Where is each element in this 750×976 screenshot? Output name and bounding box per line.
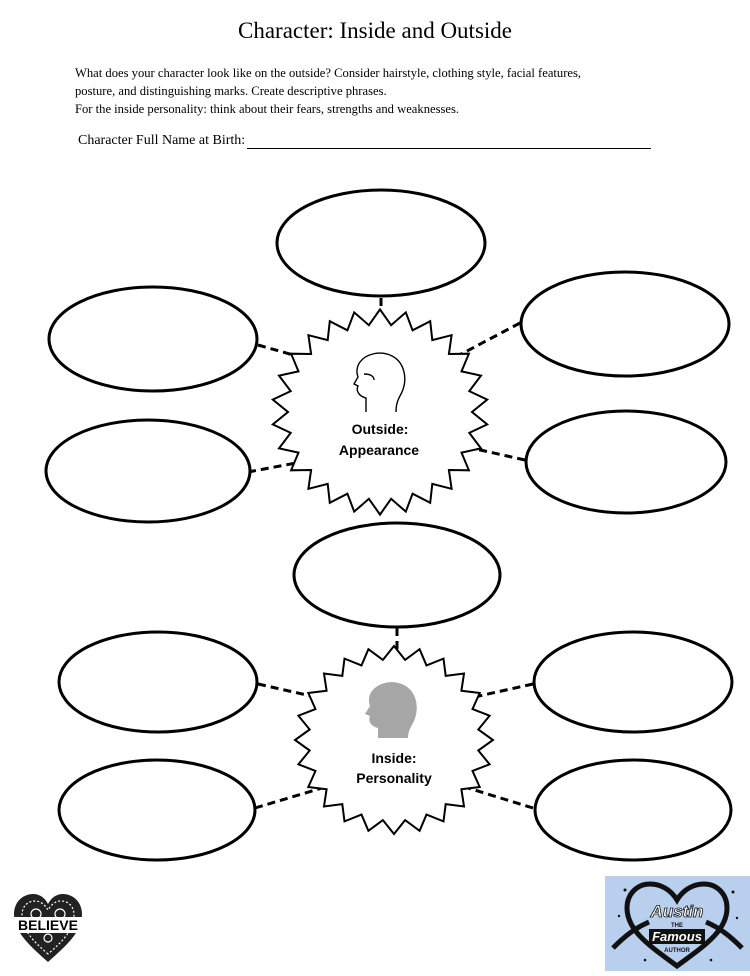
- inside-label-line1: Inside:: [371, 750, 416, 766]
- outside-label-line1: Outside:: [352, 421, 409, 437]
- head-silhouette-icon: [365, 682, 417, 738]
- inside-bubble-lower-right[interactable]: [533, 758, 733, 862]
- connector-line: [257, 343, 319, 364]
- instruction-line: posture, and distinguishing marks. Creat…: [75, 84, 387, 98]
- inside-starburst: [293, 644, 495, 836]
- instruction-line: What does your character look like on th…: [75, 66, 582, 80]
- inside-bubble-top[interactable]: [292, 521, 502, 629]
- connector-line: [254, 786, 323, 810]
- name-field: Character Full Name at Birth:: [78, 133, 652, 149]
- author-logo-line1: Austin: [650, 902, 704, 921]
- instruction-line: For the inside personality: think about …: [75, 102, 460, 116]
- heart-quill-icon: Austin THE Famous AUTHOR: [611, 881, 744, 970]
- head-outline-icon: [353, 352, 406, 413]
- inside-bubble-lower-left[interactable]: [57, 758, 257, 862]
- believe-logo-text: BELIEVE: [18, 917, 78, 933]
- author-logo-line4: AUTHOR: [664, 948, 690, 954]
- author-logo-line2: THE: [671, 923, 683, 929]
- name-blank-line[interactable]: [247, 134, 652, 149]
- outside-bubble-lower-left[interactable]: [44, 418, 252, 524]
- page-title: Character: Inside and Outside: [238, 18, 512, 43]
- inside-label-line2: Personality: [356, 770, 432, 786]
- character-webs: Outside: Appearance Inside: Personality: [44, 188, 734, 862]
- outside-bubble-upper-left[interactable]: [47, 285, 259, 393]
- connector-line: [467, 786, 534, 810]
- inside-bubble-upper-left[interactable]: [57, 630, 259, 734]
- outside-bubble-top[interactable]: [275, 188, 487, 298]
- inside-bubble-upper-right[interactable]: [532, 630, 734, 734]
- outside-bubble-lower-right[interactable]: [524, 409, 728, 515]
- outside-label-line2: Appearance: [339, 442, 419, 458]
- author-logo-line3: Famous: [652, 929, 702, 944]
- outside-starburst: [270, 307, 490, 517]
- instructions: What does your character look like on th…: [75, 64, 685, 118]
- inside-web: Inside: Personality: [57, 521, 734, 862]
- author-logo: Austin THE Famous AUTHOR: [605, 876, 750, 971]
- outside-bubble-upper-right[interactable]: [519, 270, 731, 378]
- believe-logo: BELIEVE: [12, 894, 84, 962]
- connector-line: [469, 682, 534, 700]
- name-field-label: Character Full Name at Birth:: [78, 133, 246, 148]
- outside-web: Outside: Appearance: [44, 188, 731, 524]
